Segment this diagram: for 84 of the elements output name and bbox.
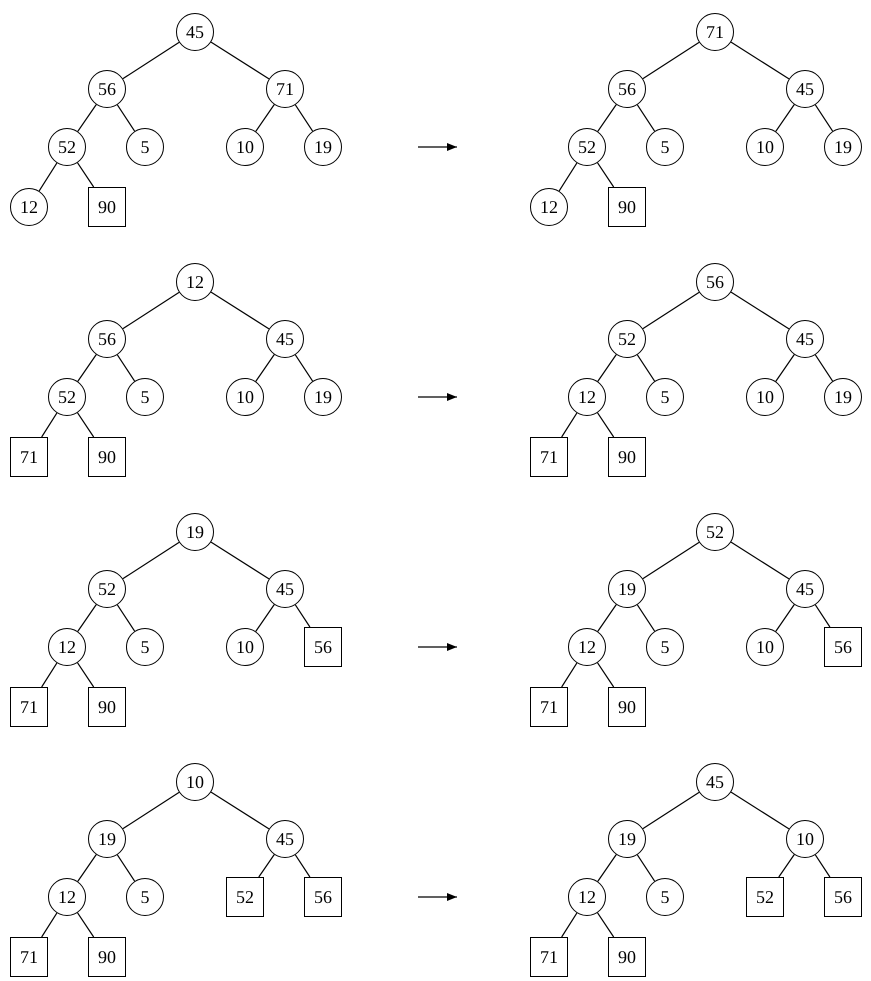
tree-edge (41, 412, 58, 438)
tree-edge (294, 854, 310, 878)
tree-edge (597, 912, 614, 938)
tree-edge (730, 292, 790, 330)
tree-edge (116, 354, 136, 382)
tree-edge (255, 354, 275, 382)
tree-edge (636, 354, 656, 382)
square-node: 71 (10, 937, 48, 977)
square-node: 90 (88, 687, 126, 727)
tree-edge (294, 354, 314, 382)
tree-edge (255, 104, 275, 132)
square-node: 90 (608, 187, 646, 227)
tree-edge (294, 604, 310, 628)
square-node: 71 (10, 437, 48, 477)
tree-edge (636, 104, 656, 132)
tree-edge (775, 354, 795, 382)
square-node: 56 (824, 627, 862, 667)
tree-edge (642, 792, 700, 830)
square-node: 90 (608, 437, 646, 477)
tree-edge (814, 354, 834, 382)
tree-edge (597, 604, 617, 632)
tree-edge (294, 104, 314, 132)
square-node: 52 (226, 877, 264, 917)
square-node: 56 (824, 877, 862, 917)
tree-edge (775, 604, 795, 632)
tree-edge (77, 604, 97, 632)
tree-edge (116, 104, 136, 132)
tree-edge (77, 104, 97, 132)
tree-edge (77, 162, 94, 188)
square-node: 52 (746, 877, 784, 917)
tree-edge (77, 412, 94, 438)
tree-edge (775, 104, 795, 132)
tree-edge (122, 42, 180, 80)
square-node: 71 (530, 687, 568, 727)
tree-edge (642, 292, 700, 330)
tree-edge (41, 662, 58, 688)
tree-edge (561, 412, 578, 438)
square-node: 71 (10, 687, 48, 727)
tree-edge (597, 854, 617, 882)
square-node: 90 (88, 437, 126, 477)
tree-edge (77, 354, 97, 382)
tree-edge (38, 162, 58, 192)
square-node: 71 (530, 437, 568, 477)
tree-edge (778, 854, 795, 878)
tree-edge (597, 354, 617, 382)
tree-edge (122, 292, 180, 330)
tree-edge (636, 604, 656, 632)
tree-edge (210, 542, 270, 580)
tree-edge (77, 912, 94, 938)
tree-edge (210, 42, 270, 80)
square-node: 56 (304, 627, 342, 667)
tree-edge (814, 104, 834, 132)
tree-edge (730, 542, 790, 580)
tree-edge (597, 412, 614, 438)
tree-edge (642, 542, 700, 580)
tree-edge (122, 792, 180, 830)
square-node: 90 (88, 187, 126, 227)
square-node: 90 (608, 687, 646, 727)
tree-edge (558, 162, 578, 192)
tree-edge (116, 604, 136, 632)
tree-edge (730, 42, 790, 80)
tree-edge (814, 854, 830, 878)
tree-edge (210, 292, 270, 330)
tree-edge (116, 854, 136, 882)
tree-edge (41, 912, 58, 938)
tree-edge (636, 854, 656, 882)
tree-edge (597, 162, 614, 188)
tree-edge (122, 542, 180, 580)
tree-edge (210, 792, 270, 830)
tree-edge (77, 662, 94, 688)
tree-edge (561, 912, 578, 938)
tree-edge (255, 604, 275, 632)
square-node: 90 (608, 937, 646, 977)
tree-edge (597, 104, 617, 132)
tree-edge (642, 42, 700, 80)
tree-edge (561, 662, 578, 688)
tree-edge (77, 854, 97, 882)
tree-edge (597, 662, 614, 688)
square-node: 90 (88, 937, 126, 977)
tree-edge (730, 792, 790, 830)
square-node: 71 (530, 937, 568, 977)
tree-edge (814, 604, 830, 628)
square-node: 56 (304, 877, 342, 917)
tree-edge (258, 854, 275, 878)
